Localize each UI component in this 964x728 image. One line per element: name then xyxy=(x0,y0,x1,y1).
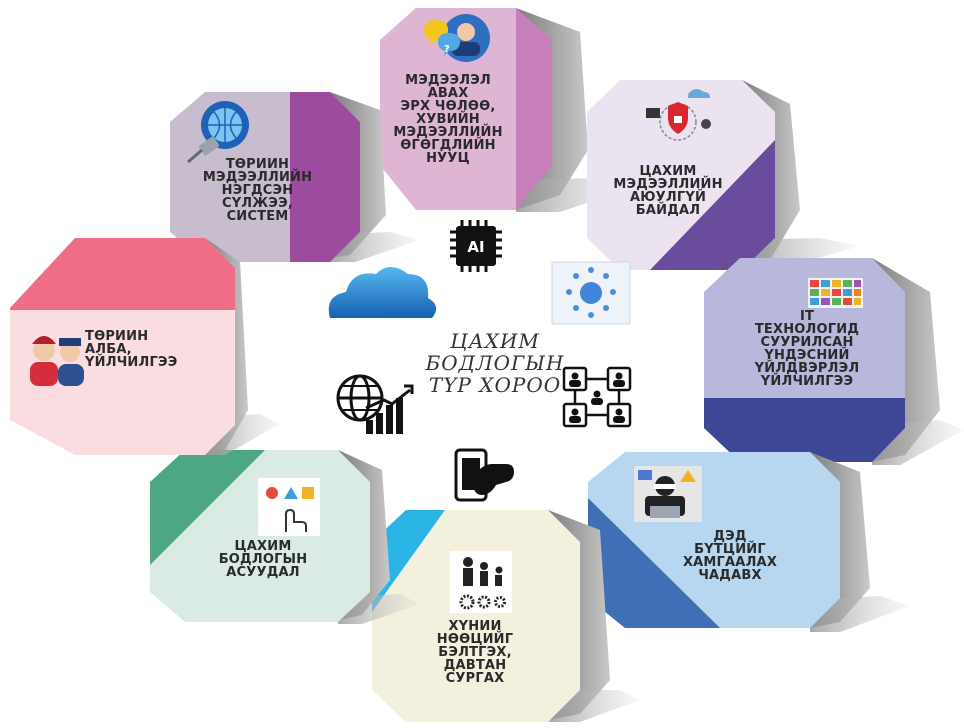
label-public-service: ТӨРИЙН АЛБА, ҮЙЛЧИЛГЭЭ xyxy=(85,330,178,370)
label-digital-policy: ЦАХИМ БОДЛОГЫН АСУУДАЛ xyxy=(218,540,308,580)
node-it-industry xyxy=(704,258,964,465)
app-grid-icon xyxy=(808,278,863,308)
node-gov-network xyxy=(170,92,420,262)
center-title: ЦАХИМ БОДЛОГЫН ТҮР ХОРОО xyxy=(400,330,590,396)
people-network-icon xyxy=(562,366,632,428)
cloud-icon xyxy=(328,267,437,318)
shapes-touch-icon xyxy=(258,478,320,536)
node-public-service xyxy=(10,238,280,455)
network-globe-icon xyxy=(551,261,631,325)
node-critical-infra xyxy=(588,452,910,632)
touch-phone-icon xyxy=(454,448,514,502)
label-critical-infra: ДЭД БҮТЦИЙГ ХАМГААЛАХ ЧАДАВХ xyxy=(682,530,778,583)
node-cyber-security xyxy=(587,80,860,272)
globe-growth-icon xyxy=(336,374,414,434)
people-gears-icon xyxy=(450,551,512,613)
label-info-rights: МЭДЭЭЛЭЛ АВАХ ЭРХ ЧӨЛӨӨ, ХУВИЙН МЭДЭЭЛЛИ… xyxy=(393,74,503,166)
node-digital-policy xyxy=(150,450,420,624)
center-title-line2: БОДЛОГЫН xyxy=(425,351,565,375)
svg-text:?: ? xyxy=(444,44,450,55)
label-it-industry: IT ТЕХНОЛОГИД СУУРИЛСАН ҮНДЭСНИЙ ҮЙЛДВЭР… xyxy=(754,310,860,389)
ai-chip-text: AI xyxy=(467,238,484,256)
node-info-rights: ? xyxy=(380,8,640,212)
label-cyber-security: ЦАХИМ МЭДЭЭЛЛИЙН АЮУЛГҮЙ БАЙДАЛ xyxy=(613,165,723,218)
center-title-line3: ТҮР ХОРОО xyxy=(428,373,562,397)
label-human-resources: ХҮНИЙ НӨӨЦИЙГ БЭЛТГЭХ, ДАВТАН СУРГАХ xyxy=(436,620,514,686)
label-gov-network: ТӨРИЙН МЭДЭЭЛЛИЙН НЭГДСЭН СҮЛЖЭЭ, СИСТЕМ xyxy=(202,158,313,224)
ai-chip-icon: AI xyxy=(450,220,502,272)
center-title-line1: ЦАХИМ xyxy=(450,329,540,353)
hacker-icon xyxy=(634,466,702,522)
service-staff-icon xyxy=(30,336,84,386)
